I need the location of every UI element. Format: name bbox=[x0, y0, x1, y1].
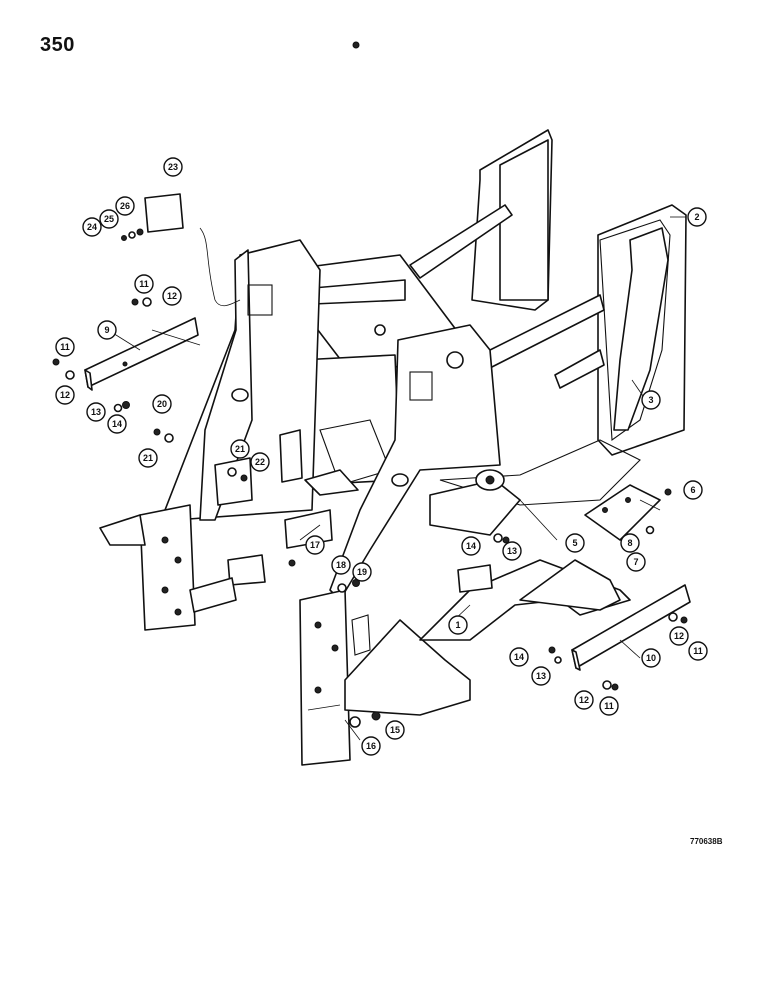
figure-code: 770638B bbox=[690, 837, 723, 846]
callout-25: 25 bbox=[99, 209, 119, 229]
svg-text:10: 10 bbox=[646, 653, 656, 663]
callout-6: 6 bbox=[683, 480, 703, 500]
svg-text:1: 1 bbox=[455, 620, 460, 630]
svg-text:7: 7 bbox=[633, 557, 638, 567]
svg-text:8: 8 bbox=[627, 538, 632, 548]
svg-text:13: 13 bbox=[507, 546, 517, 556]
left-loader-arm bbox=[99, 239, 321, 631]
callout-14-b: 14 bbox=[461, 536, 481, 556]
svg-text:6: 6 bbox=[690, 485, 695, 495]
callout-12-c: 12 bbox=[669, 626, 689, 646]
svg-text:12: 12 bbox=[60, 390, 70, 400]
callout-1: 1 bbox=[448, 615, 468, 635]
svg-text:3: 3 bbox=[648, 395, 653, 405]
callout-12-d: 12 bbox=[574, 690, 594, 710]
svg-text:21: 21 bbox=[143, 453, 153, 463]
callout-22: 22 bbox=[250, 452, 270, 472]
svg-text:21: 21 bbox=[235, 444, 245, 454]
svg-text:11: 11 bbox=[60, 342, 70, 352]
mount-plate bbox=[584, 484, 661, 541]
svg-text:20: 20 bbox=[157, 399, 167, 409]
callout-13-b: 13 bbox=[502, 541, 522, 561]
callout-10: 10 bbox=[641, 648, 661, 668]
callout-5: 5 bbox=[565, 533, 585, 553]
svg-text:14: 14 bbox=[466, 541, 476, 551]
svg-text:14: 14 bbox=[514, 652, 524, 662]
page-number: 350 bbox=[40, 34, 75, 56]
svg-text:11: 11 bbox=[604, 701, 614, 711]
svg-text:16: 16 bbox=[366, 741, 376, 751]
callout-2: 2 bbox=[687, 207, 707, 227]
hardware bbox=[52, 228, 688, 728]
svg-text:2: 2 bbox=[694, 212, 699, 222]
rubber-pad bbox=[457, 564, 493, 593]
callout-11-a: 11 bbox=[134, 274, 154, 294]
svg-text:11: 11 bbox=[693, 646, 703, 656]
callout-16: 16 bbox=[361, 736, 381, 756]
svg-text:24: 24 bbox=[87, 222, 97, 232]
callout-11-c: 11 bbox=[688, 641, 708, 661]
rear-upright-panel bbox=[471, 129, 687, 456]
right-loader-arm bbox=[299, 324, 501, 766]
svg-text:12: 12 bbox=[674, 631, 684, 641]
callout-8: 8 bbox=[620, 533, 640, 553]
callout-3: 3 bbox=[641, 390, 661, 410]
cross-tubes bbox=[409, 204, 605, 389]
callout-14-c: 14 bbox=[509, 647, 529, 667]
svg-text:5: 5 bbox=[572, 538, 577, 548]
callout-9: 9 bbox=[97, 320, 117, 340]
svg-text:13: 13 bbox=[91, 407, 101, 417]
callout-17: 17 bbox=[305, 535, 325, 555]
callout-13-a: 13 bbox=[86, 402, 106, 422]
callout-20: 20 bbox=[152, 394, 172, 414]
printer-mark bbox=[352, 41, 360, 49]
callout-12-b: 12 bbox=[55, 385, 75, 405]
callout-11-b: 11 bbox=[55, 337, 75, 357]
callout-19: 19 bbox=[352, 562, 372, 582]
callout-12-a: 12 bbox=[162, 286, 182, 306]
callout-18: 18 bbox=[331, 555, 351, 575]
callout-14-a: 14 bbox=[107, 414, 127, 434]
svg-text:17: 17 bbox=[310, 540, 320, 550]
small-brackets bbox=[189, 429, 359, 613]
leader-lines bbox=[107, 216, 686, 741]
callout-21-a: 21 bbox=[138, 448, 158, 468]
callout-26: 26 bbox=[115, 196, 135, 216]
svg-text:15: 15 bbox=[390, 725, 400, 735]
svg-text:23: 23 bbox=[168, 162, 178, 172]
bar-10 bbox=[571, 584, 691, 671]
callout-7: 7 bbox=[626, 552, 646, 572]
cover-plate-23 bbox=[144, 193, 184, 233]
svg-text:18: 18 bbox=[336, 560, 346, 570]
callout-11-d: 11 bbox=[599, 696, 619, 716]
svg-text:25: 25 bbox=[104, 214, 114, 224]
callout-23: 23 bbox=[163, 157, 183, 177]
callout-21-b: 21 bbox=[230, 439, 250, 459]
svg-text:9: 9 bbox=[104, 325, 109, 335]
svg-text:12: 12 bbox=[579, 695, 589, 705]
callout-24: 24 bbox=[82, 217, 102, 237]
svg-text:26: 26 bbox=[120, 201, 130, 211]
svg-text:19: 19 bbox=[357, 567, 367, 577]
svg-text:22: 22 bbox=[255, 457, 265, 467]
lower-cross-member bbox=[419, 439, 641, 641]
svg-text:13: 13 bbox=[536, 671, 546, 681]
pivot-mount bbox=[429, 469, 521, 536]
svg-text:11: 11 bbox=[139, 279, 149, 289]
callout-13-c: 13 bbox=[531, 666, 551, 686]
callout-15: 15 bbox=[385, 720, 405, 740]
svg-text:14: 14 bbox=[112, 419, 122, 429]
svg-text:12: 12 bbox=[167, 291, 177, 301]
